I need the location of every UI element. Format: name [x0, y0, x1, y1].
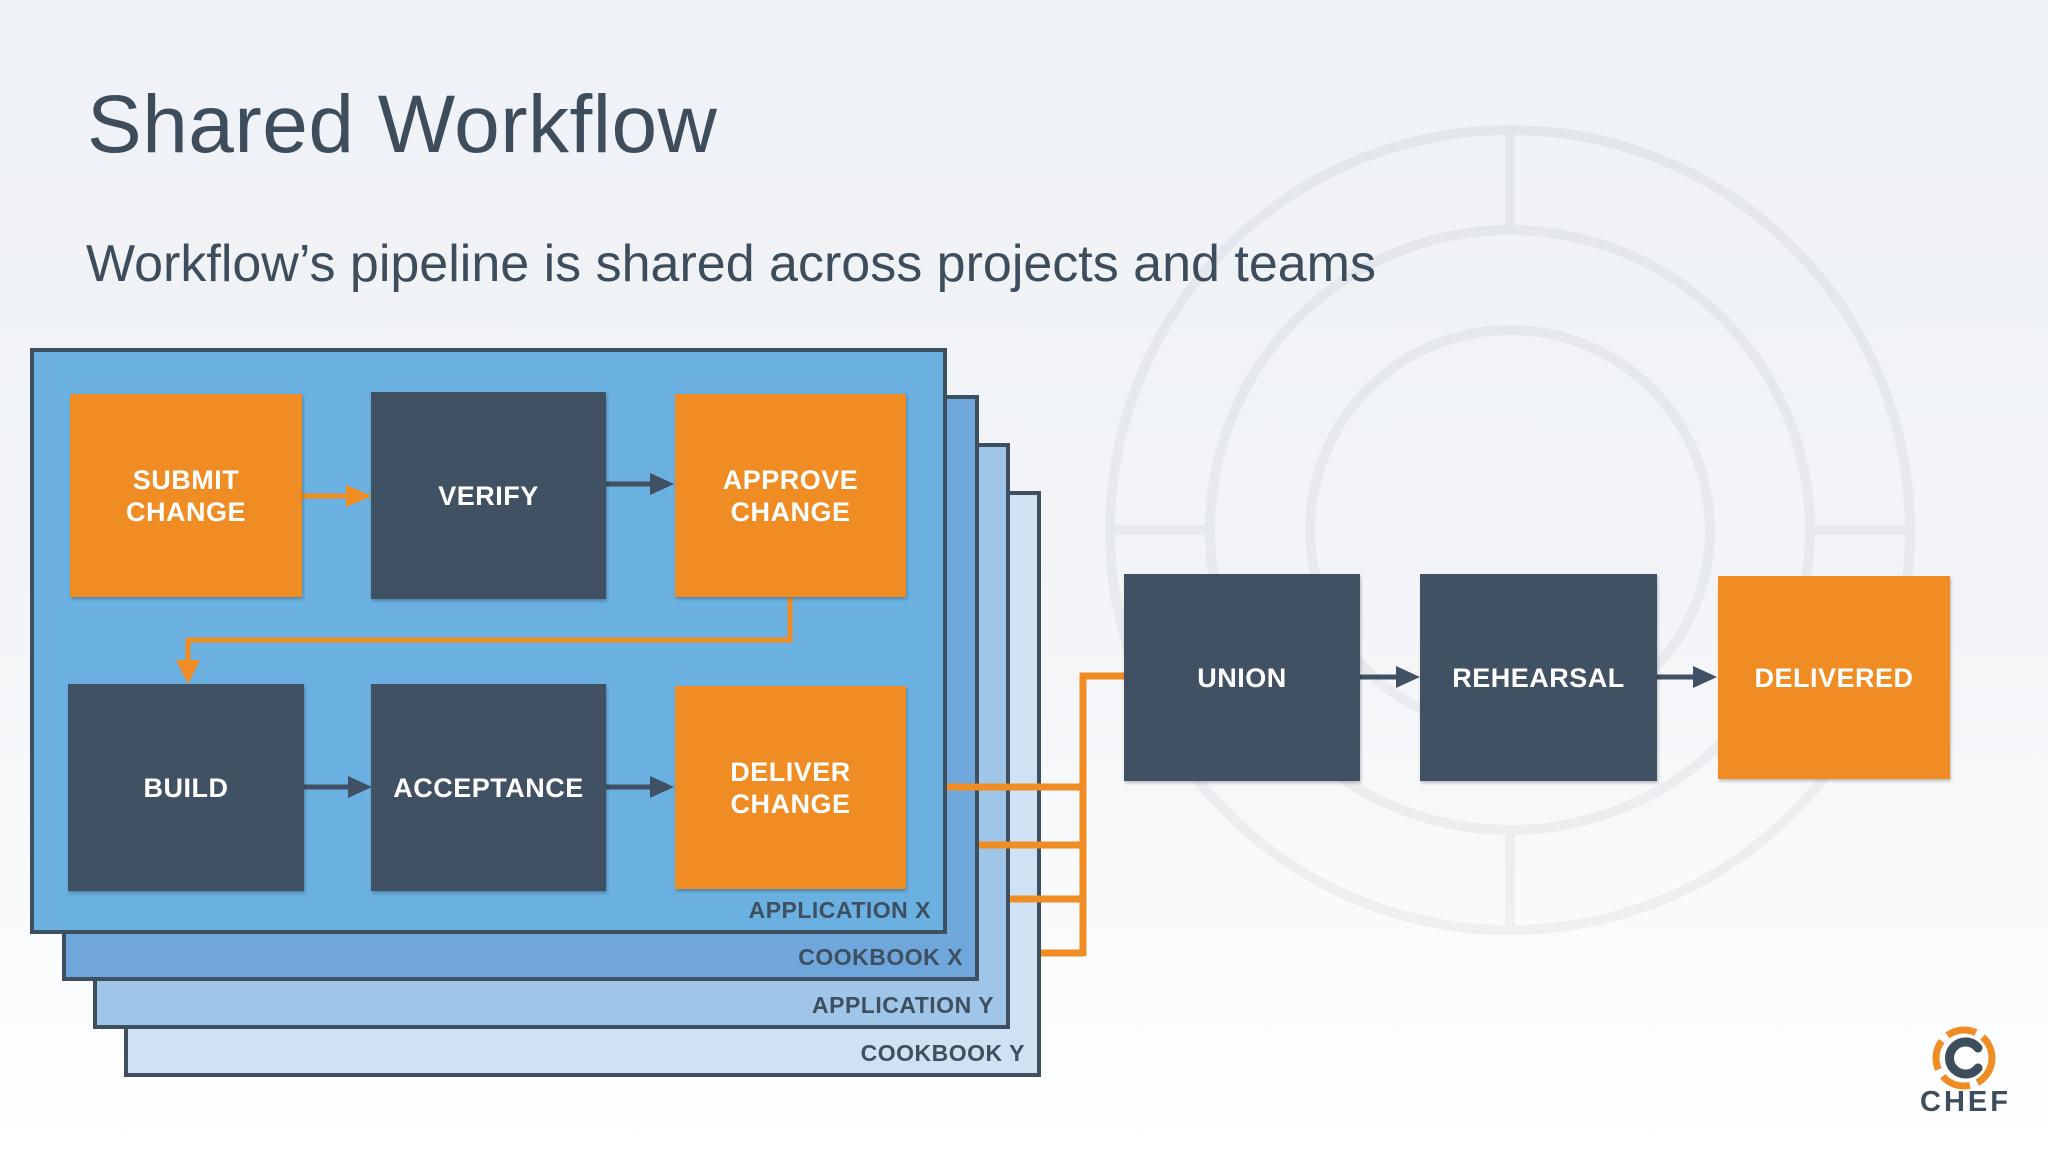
stage-union: UNION: [1124, 574, 1360, 781]
stage-approve-change: APPROVE CHANGE: [675, 394, 906, 597]
arrow-build-to-acceptance: [304, 776, 372, 798]
layer-label-cookbook-y: COOKBOOK Y: [860, 1040, 1025, 1066]
background-watermark: [1105, 125, 1915, 935]
arrow-union-to-rehearsal: [1360, 666, 1420, 688]
arrow-acceptance-to-deliver: [606, 776, 674, 798]
stage-verify: VERIFY: [371, 392, 606, 599]
slide-title: Shared Workflow: [87, 79, 718, 170]
layer-label-cookbook-x: COOKBOOK X: [798, 944, 963, 970]
arrow-rehearsal-to-delivered: [1657, 666, 1717, 688]
stage-submit-change: SUBMIT CHANGE: [70, 394, 302, 597]
stage-acceptance: ACCEPTANCE: [371, 684, 606, 891]
stage-delivered: DELIVERED: [1718, 576, 1950, 779]
layer-label-application-y: APPLICATION Y: [812, 992, 994, 1018]
chef-logo-icon: [1932, 1026, 1996, 1090]
layer-label-application-x: APPLICATION X: [748, 897, 931, 923]
merge-lines-to-union: [947, 672, 1124, 957]
chef-logo-text: CHEF: [1920, 1086, 2011, 1118]
slide-subtitle: Workflow’s pipeline is shared across pro…: [86, 235, 1376, 293]
stage-deliver-change: DELIVER CHANGE: [675, 686, 906, 889]
stage-build: BUILD: [68, 684, 304, 891]
arrow-verify-to-approve: [606, 473, 674, 495]
stage-rehearsal: REHEARSAL: [1420, 574, 1657, 781]
arrow-approve-to-build: [176, 598, 793, 684]
arrow-submit-to-verify: [302, 485, 372, 507]
